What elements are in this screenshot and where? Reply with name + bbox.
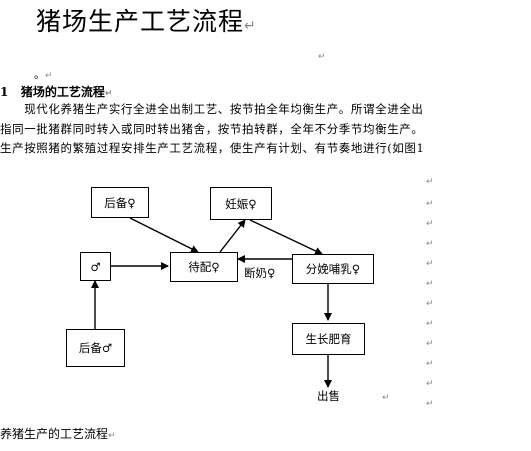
sale-label: 出售	[317, 389, 340, 403]
page-title: 猪场生产工艺流程↵	[36, 7, 257, 36]
node-farrowing: 分娩哺乳♀	[292, 254, 374, 284]
figure-caption: 养猪生产的工艺流程↵	[0, 427, 116, 441]
bullet-line: 。↵	[34, 68, 53, 81]
paragraph-line-3: 生产按照猪的繁殖过程安排生产工艺流程，使生产有计划、有节奏地进行(如图1	[0, 141, 425, 155]
node-gilt-male: 后备♂	[66, 329, 125, 367]
node-boar: ♂	[80, 252, 111, 281]
arrow-mating-to-pregnant	[219, 219, 246, 253]
node-mating: 待配♀	[170, 252, 238, 282]
node-growing: 生长肥育	[292, 323, 365, 355]
arrow-pregnant-to-farrowing	[249, 219, 323, 255]
weaning-label: 断奶♀	[244, 266, 276, 280]
paragraph-line-2: 指同一批猪群同时转入或同时转出猪舍，按节拍转群，全年不分季节均衡生产。	[0, 122, 424, 136]
arrow-gilt-female-to-mating	[129, 217, 199, 253]
paragraph-line-1: 现代化养猪生产实行全进全出制工艺、按节拍全年均衡生产。所谓全进全出	[0, 102, 424, 116]
node-pregnant: 妊娠♀	[210, 187, 272, 220]
node-gilt-female: 后备♀	[91, 187, 149, 218]
section-heading: 1 猪场的工艺流程↵	[0, 85, 113, 99]
return-mark: ↵	[318, 52, 326, 62]
